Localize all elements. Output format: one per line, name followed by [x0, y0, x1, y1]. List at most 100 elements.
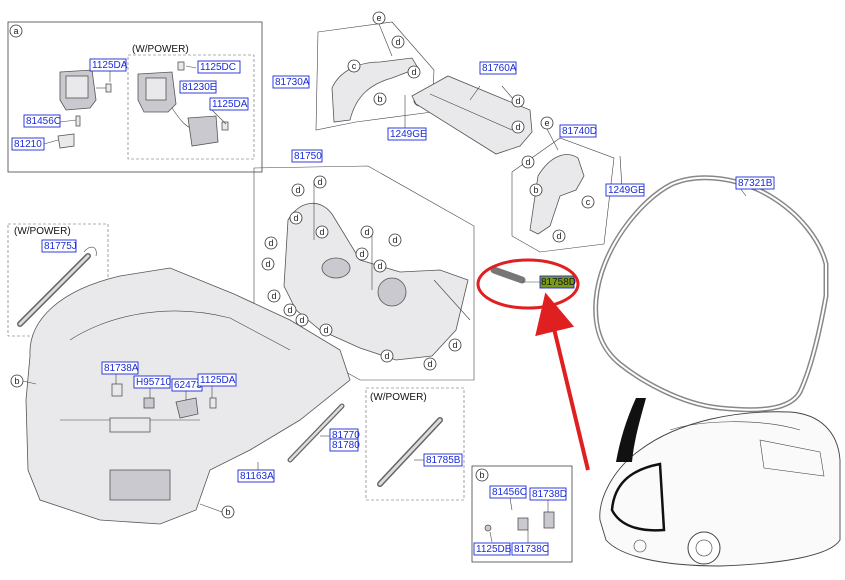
- svg-text:d: d: [515, 96, 520, 106]
- svg-text:62473: 62473: [174, 380, 202, 391]
- svg-text:81210: 81210: [14, 139, 42, 150]
- section-b-box: b 81456C 81738D 1125DB 81738C: [471, 465, 573, 563]
- svg-text:b: b: [533, 185, 538, 195]
- label-81785B: 81785B: [423, 453, 463, 467]
- latch-manual-part: [59, 69, 112, 111]
- svg-text:81456C: 81456C: [492, 487, 527, 498]
- svg-text:81770: 81770: [332, 430, 360, 441]
- svg-text:81758D: 81758D: [541, 277, 576, 288]
- svg-text:81163A: 81163A: [240, 471, 274, 482]
- vehicle-illustration: [599, 398, 841, 567]
- svg-text:d: d: [377, 261, 382, 271]
- label-81456C-b: 81456C: [489, 485, 527, 499]
- label-81738C: 81738C: [511, 542, 549, 556]
- svg-text:d: d: [515, 122, 520, 132]
- svg-text:81738D: 81738D: [532, 489, 567, 500]
- label-81738D: 81738D: [529, 487, 567, 501]
- label-1249GE-2: 1249GE: [605, 183, 645, 197]
- svg-text:d: d: [323, 325, 328, 335]
- label-81775J: 81775J: [41, 239, 77, 253]
- label-81230E: 81230E: [179, 80, 217, 94]
- svg-text:1125DC: 1125DC: [200, 62, 236, 73]
- svg-text:d: d: [317, 177, 322, 187]
- svg-text:1249GE: 1249GE: [608, 185, 645, 196]
- svg-text:d: d: [319, 227, 324, 237]
- svg-text:81230E: 81230E: [182, 82, 217, 93]
- svg-text:81730A: 81730A: [275, 77, 310, 88]
- svg-text:d: d: [392, 235, 397, 245]
- svg-text:1125DA: 1125DA: [212, 99, 248, 110]
- svg-text:b: b: [479, 470, 484, 480]
- label-81750: 81750: [291, 149, 323, 163]
- svg-text:d: d: [395, 37, 400, 47]
- latch-power-part: [137, 61, 229, 147]
- svg-text:b: b: [225, 507, 230, 517]
- svg-text:1249GE: 1249GE: [390, 129, 427, 140]
- label-81163A: 81163A: [237, 469, 275, 483]
- svg-text:d: d: [265, 259, 270, 269]
- svg-text:c: c: [352, 61, 357, 71]
- label-1125DB: 1125DB: [473, 542, 512, 556]
- svg-text:d: d: [293, 213, 298, 223]
- svg-text:d: d: [525, 157, 530, 167]
- label-1249GE-1: 1249GE: [387, 127, 427, 141]
- label-81758D-highlight: 81758D: [539, 275, 576, 289]
- cover-81760A-group: d d 81760A: [411, 61, 533, 155]
- part-81758D-group: 81758D: [476, 258, 590, 471]
- section-a-power-box: [127, 54, 255, 160]
- label-1125DC: 1125DC: [197, 60, 241, 74]
- svg-text:81738A: 81738A: [104, 363, 139, 374]
- svg-text:d: d: [411, 67, 416, 77]
- svg-text:(W/POWER): (W/POWER): [14, 226, 71, 237]
- weatherstrip-87321B-group: 87321B: [593, 175, 829, 413]
- svg-text:c: c: [586, 197, 591, 207]
- svg-text:1125DA: 1125DA: [92, 60, 128, 71]
- svg-text:e: e: [544, 118, 549, 128]
- label-81780: 81780: [329, 438, 360, 452]
- svg-text:1125DA: 1125DA: [200, 375, 236, 386]
- label-1125DA-a1: 1125DA: [89, 58, 128, 72]
- svg-text:d: d: [287, 305, 292, 315]
- svg-text:d: d: [271, 291, 276, 301]
- section-a-label: a: [13, 26, 18, 36]
- svg-text:d: d: [384, 351, 389, 361]
- small-bracket-part: [57, 115, 81, 149]
- svg-text:b: b: [14, 376, 19, 386]
- svg-text:81750: 81750: [294, 151, 322, 162]
- label-81740D: 81740D: [559, 124, 597, 138]
- svg-text:81785B: 81785B: [426, 455, 461, 466]
- svg-text:d: d: [556, 231, 561, 241]
- section-a-box: a (W/POWER) 1125DA: [7, 21, 263, 173]
- svg-text:87321B: 87321B: [738, 178, 773, 189]
- svg-text:d: d: [295, 185, 300, 195]
- svg-text:d: d: [452, 340, 457, 350]
- label-81760A: 81760A: [479, 61, 517, 75]
- label-81738A: 81738A: [101, 361, 139, 375]
- svg-text:81738C: 81738C: [514, 544, 549, 555]
- label-87321B: 87321B: [735, 176, 775, 190]
- svg-text:d: d: [427, 359, 432, 369]
- svg-text:81780: 81780: [332, 440, 360, 451]
- label-1125DA-3: 1125DA: [197, 373, 237, 387]
- highlight-ellipse: [476, 258, 580, 310]
- panel-81750-group: d d d d d d d d d d d d d d d d d 81750: [253, 149, 475, 381]
- label-81210: 81210: [11, 137, 45, 151]
- svg-text:H95710: H95710: [136, 377, 171, 388]
- svg-text:81456C: 81456C: [26, 116, 61, 127]
- label-81730A: 81730A: [272, 75, 310, 89]
- svg-text:d: d: [299, 315, 304, 325]
- svg-text:81740D: 81740D: [562, 126, 597, 137]
- tailgate-panel-group: b b 81738A H95710 62473 1125DA: [10, 267, 351, 525]
- label-81456C-a: 81456C: [23, 114, 61, 128]
- strut-81770-group: 81770 81780 81163A: [237, 403, 360, 483]
- label-1125DA-a2: 1125DA: [209, 97, 249, 111]
- label-H95710: H95710: [133, 375, 171, 389]
- trim-81730A-group: e d c d b d 81730A 1249GE: [272, 11, 435, 141]
- callout-arrow: [535, 292, 590, 471]
- svg-text:(W/POWER): (W/POWER): [370, 392, 427, 403]
- svg-text:d: d: [268, 238, 273, 248]
- section-a-power-note: (W/POWER): [132, 44, 189, 55]
- svg-text:d: d: [359, 249, 364, 259]
- svg-text:b: b: [377, 94, 382, 104]
